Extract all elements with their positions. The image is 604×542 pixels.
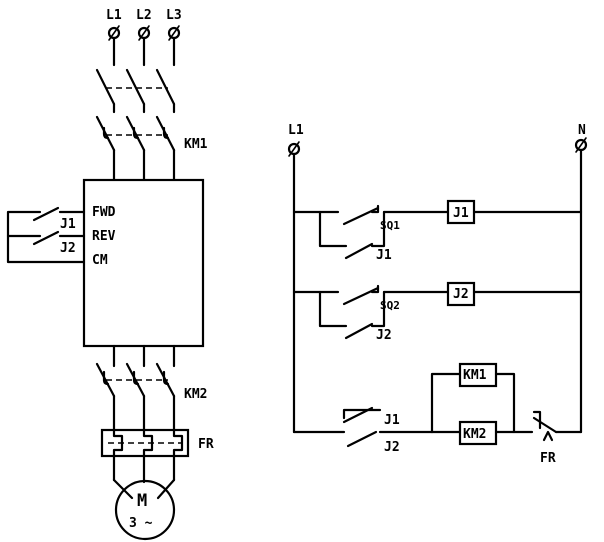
km1-main-contacts <box>95 115 176 182</box>
contact-j2-label: J2 <box>384 440 400 455</box>
control-circuit: L1 N SQ1 J1 J1 <box>287 123 588 466</box>
phase-label-l3: L3 <box>166 8 182 23</box>
motor <box>112 454 176 541</box>
km2-label: KM2 <box>184 387 207 402</box>
terminal-fwd-label: FWD <box>92 205 116 220</box>
terminal-rev-label: REV <box>92 229 116 244</box>
relay-contact-j1-label: J1 <box>60 217 76 232</box>
power-circuit: L1 L2 L3 <box>6 8 214 541</box>
coil-j1-label: J1 <box>453 206 469 221</box>
rung-1 <box>292 199 583 260</box>
inverter-relay-contacts <box>6 206 86 264</box>
coil-km2-label: KM2 <box>463 427 486 442</box>
relay-contact-j2-label: J2 <box>60 241 76 256</box>
supply-label-n: N <box>578 123 586 138</box>
supply-label-l1: L1 <box>288 123 304 138</box>
supply-terminals <box>287 137 588 157</box>
terminal-cm-label: CM <box>92 253 108 268</box>
hold-contact-j1-label: J1 <box>376 248 392 263</box>
motor-symbol: M <box>137 491 147 511</box>
switch-sq1-label: SQ1 <box>380 219 400 232</box>
overload-relay <box>100 428 190 458</box>
fr-label: FR <box>198 437 214 452</box>
rung-3 <box>292 362 583 448</box>
phase-label-l2: L2 <box>136 8 152 23</box>
contact-j1-label: J1 <box>384 413 400 428</box>
motor-rating: 3 ~ <box>129 516 153 531</box>
km1-label: KM1 <box>184 137 208 152</box>
switch-sq2-label: SQ2 <box>380 299 400 312</box>
motor-circle <box>114 479 176 541</box>
coil-j2 <box>446 281 476 307</box>
main-disconnect-switch <box>95 36 176 114</box>
km2-main-contacts <box>95 344 176 432</box>
inverter-box <box>82 178 205 348</box>
coil-km1-label: KM1 <box>463 368 487 383</box>
fr-contact-label: FR <box>540 451 556 466</box>
coil-j2-label: J2 <box>453 287 469 302</box>
phase-label-l1: L1 <box>106 8 122 23</box>
hold-contact-j2-label: J2 <box>376 328 392 343</box>
rung-2 <box>292 281 583 340</box>
